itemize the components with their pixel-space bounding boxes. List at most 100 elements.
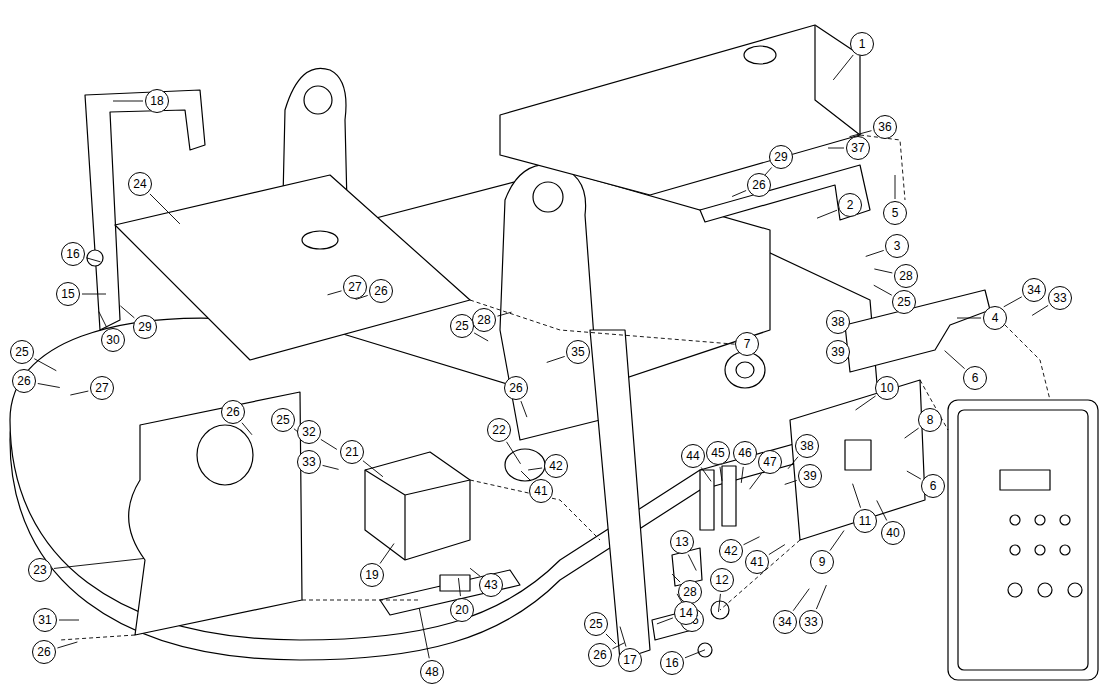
callout-number: 30	[101, 328, 125, 352]
callout-number: 24	[128, 172, 152, 196]
leader-line	[853, 484, 861, 508]
leader-line	[54, 558, 144, 568]
callout-number: 27	[90, 376, 114, 400]
callout-number: 44	[681, 444, 705, 468]
leader-line	[470, 568, 480, 576]
callout-number: 26	[504, 376, 528, 400]
callout-number: 34	[773, 610, 797, 634]
leader-line	[830, 531, 844, 551]
callout-number: 9	[810, 550, 834, 574]
leader-line	[905, 428, 919, 438]
callout-number: 3	[885, 234, 909, 258]
leader-line	[419, 608, 429, 658]
callout-number: 25	[892, 290, 916, 314]
callout-number: 26	[747, 173, 771, 197]
callout-number: 48	[420, 660, 444, 684]
leader-line	[874, 269, 892, 273]
leader-line	[828, 148, 844, 149]
callout-number: 39	[826, 340, 850, 364]
callout-number: 27	[343, 275, 367, 299]
leader-line	[785, 480, 797, 484]
leader-line	[907, 471, 921, 479]
callout-number: 1	[850, 32, 874, 56]
leader-line	[741, 467, 743, 483]
callout-number: 28	[678, 580, 702, 604]
leader-line	[788, 457, 798, 469]
callout-number: 37	[846, 136, 870, 160]
callout-number: 42	[719, 539, 743, 563]
leader-line	[521, 401, 527, 417]
callout-number: 28	[894, 264, 918, 288]
callout-number: 26	[221, 400, 245, 424]
callout-number: 39	[798, 464, 822, 488]
leader-line	[957, 318, 981, 319]
callout-number: 47	[758, 450, 782, 474]
callout-number: 16	[660, 651, 684, 675]
leader-line	[59, 620, 79, 621]
leader-line	[874, 285, 892, 295]
callout-number: 26	[369, 279, 393, 303]
callout-number: 7	[735, 332, 759, 356]
leader-line	[363, 461, 383, 477]
leader-line	[70, 391, 88, 395]
callout-number: 5	[883, 201, 907, 225]
leader-line	[113, 101, 143, 102]
callout-number: 45	[706, 441, 730, 465]
leader-line	[793, 589, 809, 611]
callout-number: 46	[733, 441, 757, 465]
callout-number: 25	[10, 340, 34, 364]
callout-number: 10	[875, 376, 899, 400]
callout-number: 26	[588, 643, 612, 667]
callout-number: 40	[881, 521, 905, 545]
leader-line	[817, 210, 837, 218]
leader-line	[86, 258, 100, 262]
leader-line	[718, 594, 720, 612]
callout-number: 28	[472, 308, 496, 332]
leader-line	[497, 312, 511, 316]
callout-number: 43	[479, 573, 503, 597]
leader-line	[833, 55, 853, 80]
leader-line	[321, 439, 337, 449]
callout-number: 22	[487, 418, 511, 442]
callout-number: 33	[799, 610, 823, 634]
leader-line	[606, 634, 616, 644]
leader-line	[866, 250, 884, 256]
leader-line	[474, 333, 488, 341]
leader-line	[34, 359, 56, 371]
callout-number: 34	[1022, 278, 1046, 302]
leader-line	[613, 643, 625, 649]
callout-number: 25	[584, 612, 608, 636]
leader-line	[528, 468, 542, 470]
leader-line	[945, 351, 965, 369]
callout-number: 21	[340, 440, 364, 464]
callout-number: 26	[12, 369, 36, 393]
callout-number: 29	[133, 315, 157, 339]
callout-number: 36	[873, 115, 897, 139]
callout-number: 20	[450, 598, 474, 622]
leader-line	[750, 473, 762, 489]
leader-line	[547, 356, 565, 362]
leader-line	[685, 650, 705, 658]
callout-number: 25	[450, 314, 474, 338]
callout-number: 17	[618, 648, 642, 672]
leader-line	[99, 311, 107, 327]
callout-number: 8	[918, 408, 942, 432]
callout-number: 29	[769, 145, 793, 169]
leader-line	[672, 574, 680, 582]
callout-number: 18	[145, 89, 169, 113]
leader-line	[856, 396, 876, 410]
leader-line	[507, 442, 521, 464]
leader-line	[82, 294, 106, 295]
callout-number: 31	[33, 608, 57, 632]
callout-number: 19	[360, 563, 384, 587]
callout-number: 4	[983, 306, 1007, 330]
callout-number: 33	[1048, 286, 1072, 310]
leader-line	[701, 467, 711, 481]
callout-number: 2	[838, 193, 862, 217]
leader-line	[769, 545, 785, 555]
leader-line	[720, 467, 722, 481]
callout-number: 33	[297, 450, 321, 474]
leader-line	[38, 384, 60, 388]
leader-line	[521, 471, 531, 481]
